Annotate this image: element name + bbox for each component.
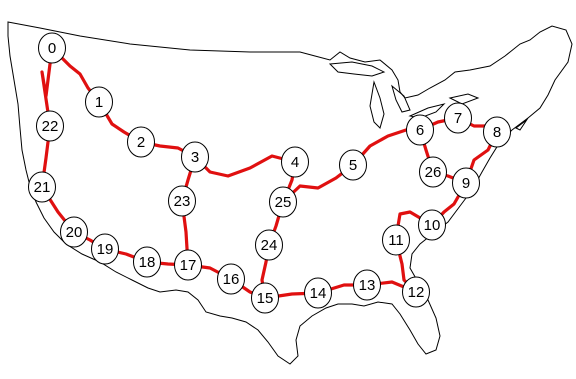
city-node-18[interactable]: 18	[133, 246, 161, 278]
city-node-label: 3	[191, 149, 199, 166]
city-node-circle	[418, 209, 446, 241]
city-node-label: 17	[180, 257, 197, 274]
city-node-label: 25	[275, 194, 292, 211]
city-node-label: 23	[174, 193, 191, 210]
city-node-label: 26	[425, 164, 442, 181]
city-node-circle	[339, 149, 367, 181]
city-node-circle	[402, 276, 430, 308]
city-node-circle	[419, 156, 447, 188]
lake-huron	[391, 84, 411, 113]
city-node-circle	[483, 116, 511, 148]
city-node-5[interactable]: 5	[339, 149, 367, 181]
city-node-17[interactable]: 17	[174, 249, 202, 281]
city-node-3[interactable]: 3	[181, 141, 209, 173]
city-node-16[interactable]: 16	[217, 263, 245, 295]
city-node-label: 5	[349, 157, 357, 174]
city-node-22[interactable]: 22	[36, 110, 64, 142]
city-node-circle	[28, 171, 56, 203]
city-node-label: 22	[42, 118, 59, 135]
city-node-14[interactable]: 14	[304, 277, 332, 309]
route-22-0	[40, 46, 54, 128]
city-node-label: 13	[359, 277, 376, 294]
city-node-circle	[217, 263, 245, 295]
city-node-label: 18	[139, 254, 156, 271]
city-node-15[interactable]: 15	[251, 282, 279, 314]
city-node-circle	[304, 277, 332, 309]
city-node-circle	[36, 110, 64, 142]
city-node-label: 8	[493, 124, 501, 141]
city-node-10[interactable]: 10	[418, 209, 446, 241]
lake-ontario	[448, 93, 480, 105]
city-node-circle	[251, 282, 279, 314]
city-node-6[interactable]: 6	[406, 114, 434, 146]
city-node-label: 9	[462, 175, 470, 192]
city-node-12[interactable]: 12	[402, 276, 430, 308]
city-node-label: 7	[454, 110, 462, 127]
city-node-4[interactable]: 4	[281, 146, 309, 178]
city-node-circle	[382, 224, 410, 256]
city-node-7[interactable]: 7	[444, 102, 472, 134]
city-node-19[interactable]: 19	[91, 233, 119, 265]
city-node-label: 1	[95, 94, 103, 111]
city-node-circle	[127, 126, 155, 158]
city-node-9[interactable]: 9	[452, 167, 480, 199]
route-3-4	[193, 154, 297, 178]
city-node-circle	[269, 186, 297, 218]
city-node-circle	[255, 229, 283, 261]
city-node-label: 4	[291, 154, 299, 171]
city-node-label: 2	[137, 134, 145, 151]
city-node-24[interactable]: 24	[255, 229, 283, 261]
city-node-label: 19	[97, 241, 114, 258]
city-node-11[interactable]: 11	[382, 224, 410, 256]
city-node-circle	[91, 233, 119, 265]
city-node-21[interactable]: 21	[28, 171, 56, 203]
city-node-label: 11	[388, 232, 404, 249]
lake-michigan	[369, 80, 385, 129]
city-node-label: 6	[416, 122, 424, 139]
city-node-circle	[60, 216, 88, 248]
city-node-26[interactable]: 26	[419, 156, 447, 188]
city-node-13[interactable]: 13	[353, 269, 381, 301]
city-node-circle	[181, 141, 209, 173]
city-node-label: 14	[310, 285, 327, 302]
city-node-circle	[444, 102, 472, 134]
city-node-20[interactable]: 20	[60, 216, 88, 248]
city-node-label: 16	[223, 271, 240, 288]
city-node-circle	[174, 249, 202, 281]
city-node-label: 15	[257, 290, 274, 307]
lake-superior	[328, 61, 386, 77]
city-node-0[interactable]: 0	[38, 32, 66, 64]
city-node-23[interactable]: 23	[168, 185, 196, 217]
city-node-1[interactable]: 1	[85, 86, 113, 118]
cape-cod	[515, 117, 529, 131]
city-node-label: 0	[48, 40, 56, 57]
city-node-circle	[281, 146, 309, 178]
city-node-circle	[168, 185, 196, 217]
city-node-label: 12	[408, 284, 425, 301]
city-node-circle	[406, 114, 434, 146]
city-node-circle	[452, 167, 480, 199]
city-node-circle	[353, 269, 381, 301]
city-node-circle	[38, 32, 66, 64]
city-node-2[interactable]: 2	[127, 126, 155, 158]
city-node-label: 21	[34, 179, 51, 196]
city-node-8[interactable]: 8	[483, 116, 511, 148]
city-node-label: 10	[424, 217, 441, 234]
city-node-label: 20	[66, 224, 83, 241]
city-node-circle	[133, 246, 161, 278]
city-node-label: 24	[261, 237, 278, 254]
city-node-circle	[85, 86, 113, 118]
city-node-25[interactable]: 25	[269, 186, 297, 218]
